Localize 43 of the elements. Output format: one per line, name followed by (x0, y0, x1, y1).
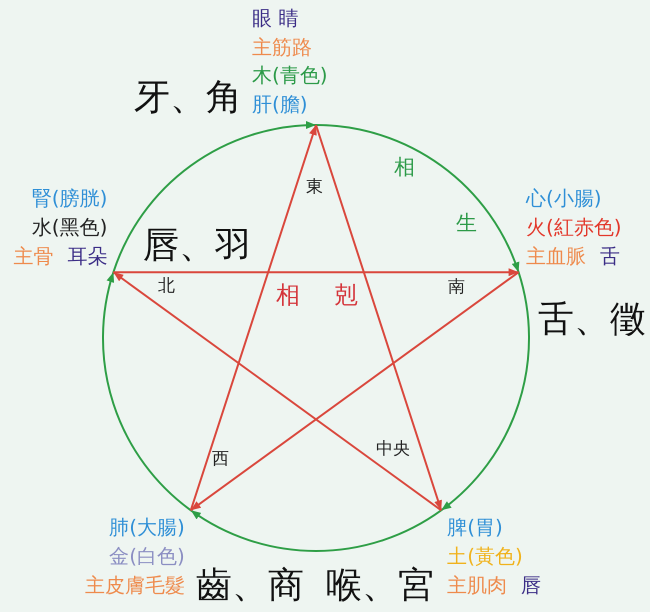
sound-label: 唇、羽 (143, 224, 251, 266)
curved-arrow (316, 124, 520, 273)
element-label: 水(黑色) (32, 214, 108, 239)
organ-label: 脾(胃) (447, 514, 503, 539)
sound-label: 舌、徵 (538, 298, 646, 340)
direction-label: 中央 (376, 439, 410, 459)
arrow (190, 271, 520, 512)
sense-organ-label: 舌 (600, 244, 620, 268)
direction-label: 北 (158, 276, 175, 296)
function-label: 主筋路 (252, 34, 312, 59)
organ-label: 心(小腸) (526, 186, 602, 210)
function-label: 主皮膚毛髮 (84, 572, 185, 597)
organ-label: 肝(膽) (252, 92, 308, 116)
sense-organ-label: 眼 睛 (252, 6, 298, 30)
function-label: 主肌肉 (447, 572, 508, 597)
organ-label: 肺(大腸) (109, 514, 185, 539)
function-label: 主血脈 (526, 244, 586, 268)
cycle-label: 相 (394, 155, 415, 179)
direction-label: 南 (448, 277, 465, 297)
curved-arrow (440, 272, 530, 512)
element-label: 金(白色) (109, 544, 185, 568)
sound-label: 喉、宮 (326, 564, 434, 606)
cycle-label: 生 (456, 211, 477, 235)
sound-label: 牙、角 (134, 76, 242, 118)
element-label: 火(紅赤色) (526, 214, 622, 239)
sense-organ-label: 唇 (521, 572, 542, 597)
element-label: 土(黃色) (447, 544, 523, 568)
cycle-label: 相 (276, 282, 300, 309)
curved-arrow (190, 509, 442, 552)
arrow (190, 124, 317, 511)
curved-arrow (102, 272, 192, 512)
sound-label: 齒、商 (196, 564, 304, 606)
organ-label: 腎(膀胱) (32, 186, 108, 210)
cycle-label: 剋 (334, 282, 358, 309)
direction-label: 西 (212, 449, 229, 469)
sense-organ-label: 耳朵 (67, 244, 108, 268)
arrow (315, 124, 442, 511)
function-label: 主骨 (13, 244, 54, 268)
curved-arrow (112, 122, 316, 273)
arrow (113, 268, 519, 276)
element-label: 木(青色) (252, 63, 328, 88)
direction-label: 東 (306, 177, 323, 197)
arrow (112, 271, 442, 512)
